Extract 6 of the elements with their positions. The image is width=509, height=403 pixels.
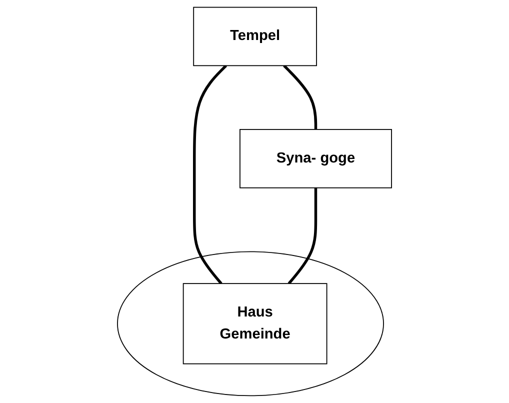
node-box: Tempel bbox=[193, 6, 317, 66]
connector bbox=[193, 64, 228, 284]
connector bbox=[283, 64, 318, 130]
node-box: Haus Gemeinde bbox=[182, 283, 328, 364]
connector bbox=[288, 188, 318, 284]
node-box: Syna- goge bbox=[240, 129, 392, 188]
